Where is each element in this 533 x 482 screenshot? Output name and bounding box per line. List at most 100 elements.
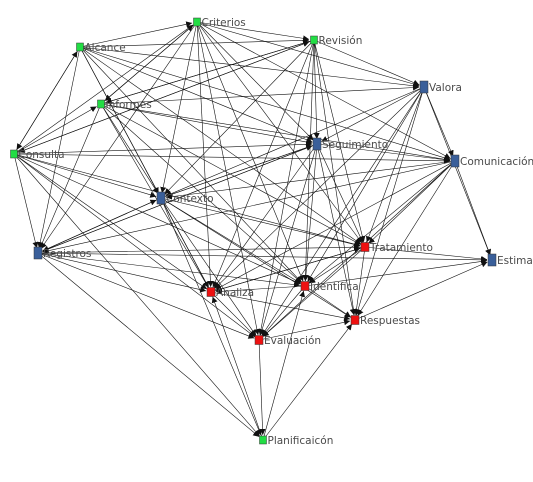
edge-informes-registros: [39, 103, 102, 249]
edge-comunicacion-contexto: [165, 160, 456, 200]
edge-contexto-tratamiento: [160, 197, 361, 248]
edge-identifica-analiza: [215, 285, 306, 295]
edge-analiza-respuestas: [210, 291, 351, 321]
edge-criterios-revision: [196, 21, 310, 42]
edge-registros-planificaicon: [37, 252, 260, 438]
node-marker-estima: [487, 253, 497, 267]
edge-evaluacion-planificaicon: [258, 339, 266, 436]
edge-comunicacion-analiza: [215, 160, 456, 290]
edge-informes-comunicacion: [100, 103, 451, 163]
edge-seguimiento-comunicacion: [316, 143, 451, 163]
edge-revision-respuestas: [313, 39, 357, 316]
node-marker-informes: [97, 99, 105, 109]
node-marker-respuestas: [350, 315, 360, 325]
node-label-estima: Estima: [497, 255, 533, 267]
edge-valora-analiza: [214, 86, 425, 289]
node-marker-contexto: [156, 191, 166, 205]
node-label-comunicacion: Comunicación: [460, 156, 533, 168]
edge-consulta-tratamiento: [13, 153, 361, 248]
edge-informes-criterios: [100, 25, 194, 105]
edge-consulta-alcance: [13, 51, 78, 155]
node-registros[interactable]: Registros: [33, 246, 91, 260]
node-marker-revision: [310, 35, 318, 45]
node-estima[interactable]: Estima: [487, 253, 533, 267]
edge-valora-tratamiento: [365, 86, 425, 243]
node-revision[interactable]: Revisión: [310, 35, 363, 47]
edge-informes-identifica: [100, 103, 302, 283]
edge-consulta-comunicacion: [13, 153, 451, 164]
edge-valora-estima: [423, 86, 491, 256]
node-marker-comunicacion: [450, 154, 460, 168]
edge-respuestas-estima: [354, 261, 488, 321]
node-marker-criterios: [193, 17, 201, 27]
edge-contexto-respuestas: [160, 197, 351, 318]
node-identifica[interactable]: Identifica: [300, 281, 359, 293]
node-label-seguimiento: Seguimiento: [322, 139, 388, 151]
edge-analiza-tratamiento: [210, 247, 361, 293]
edge-tratamiento-respuestas: [353, 246, 366, 316]
edge-comunicacion-identifica: [308, 160, 456, 284]
node-evaluacion[interactable]: Evaluación: [254, 335, 321, 347]
node-marker-analiza: [206, 287, 216, 297]
edge-revision-contexto: [164, 39, 315, 195]
node-label-respuestas: Respuestas: [360, 315, 420, 327]
edge-planificaicon-respuestas: [262, 323, 353, 441]
edge-registros-tratamiento: [37, 244, 361, 254]
edge-informes-tratamiento: [100, 103, 361, 245]
edge-consulta-identifica: [13, 153, 301, 285]
edge-criterios-contexto: [160, 21, 198, 194]
node-marker-consulta: [10, 149, 18, 159]
node-planificaicon[interactable]: Planificaicón: [259, 435, 334, 447]
edge-alcance-valora: [79, 46, 420, 89]
edge-consulta-seguimiento: [13, 141, 313, 155]
node-seguimiento[interactable]: Seguimiento: [312, 137, 388, 151]
node-marker-seguimiento: [312, 137, 322, 151]
edges-layer: [13, 21, 491, 441]
edge-contexto-identifica: [160, 197, 301, 284]
edge-valora-evaluacion: [261, 86, 425, 336]
edge-criterios-registros: [40, 21, 198, 250]
edge-contexto-evaluacion: [160, 197, 257, 337]
edge-informes-revision: [100, 40, 310, 105]
edge-informes-valora: [100, 84, 420, 105]
node-marker-registros: [33, 246, 43, 260]
edge-contexto-analiza: [160, 197, 209, 288]
node-alcance[interactable]: Alcance: [76, 42, 126, 54]
edge-alcance-revision: [79, 37, 310, 48]
node-marker-evaluacion: [254, 335, 264, 345]
edge-comunicacion-estima: [454, 160, 491, 256]
edge-planificaicon-analiza: [211, 296, 264, 441]
node-informes[interactable]: Informes: [97, 99, 152, 111]
edge-seguimiento-identifica: [302, 143, 318, 282]
node-label-informes: Informes: [106, 99, 152, 111]
edge-seguimiento-tratamiento: [316, 143, 364, 243]
edge-identifica-evaluacion: [262, 285, 306, 337]
edge-identifica-respuestas: [304, 285, 352, 318]
node-consulta[interactable]: Consulta: [10, 149, 65, 161]
edge-consulta-contexto: [13, 153, 157, 198]
node-contexto[interactable]: Contexto: [156, 191, 214, 205]
node-marker-identifica: [300, 281, 310, 291]
edge-alcance-tratamiento: [79, 46, 362, 245]
node-label-consulta: Consulta: [19, 149, 65, 161]
node-analiza[interactable]: Analiza: [206, 287, 254, 299]
edge-revision-valora: [313, 39, 420, 86]
edge-contexto-planificaicon: [160, 197, 262, 436]
edge-registros-identifica: [37, 252, 301, 288]
edge-revision-tratamiento: [313, 39, 366, 243]
node-criterios[interactable]: Criterios: [193, 17, 246, 29]
edge-valora-identifica: [307, 86, 425, 282]
edge-seguimiento-analiza: [213, 143, 318, 289]
node-comunicacion[interactable]: Comunicación: [450, 154, 533, 168]
node-label-criterios: Criterios: [202, 17, 246, 29]
node-tratamiento[interactable]: Tratamiento: [360, 242, 433, 254]
node-marker-alcance: [76, 42, 84, 52]
edge-consulta-criterios: [13, 24, 194, 155]
edge-alcance-registros: [37, 46, 81, 249]
edge-seguimiento-respuestas: [316, 143, 356, 316]
node-respuestas[interactable]: Respuestas: [350, 315, 420, 327]
edge-comunicacion-respuestas: [357, 160, 456, 316]
edge-registros-estima: [37, 252, 488, 263]
node-valora[interactable]: Valora: [419, 80, 462, 94]
